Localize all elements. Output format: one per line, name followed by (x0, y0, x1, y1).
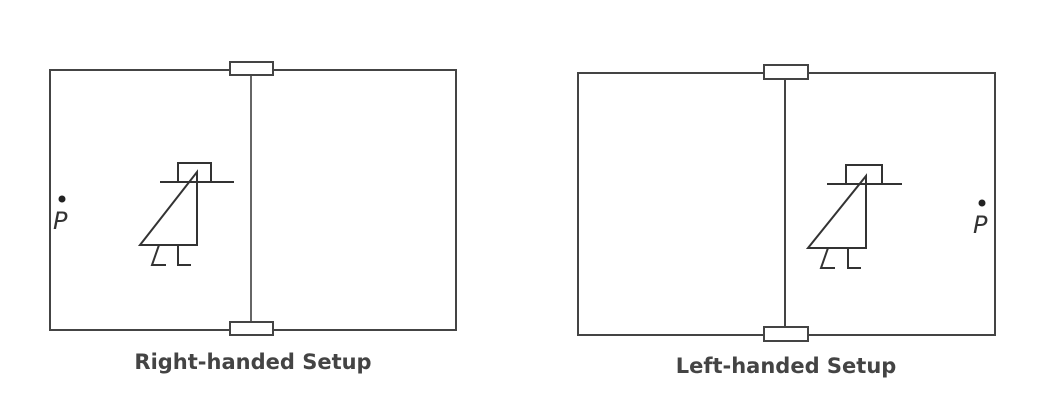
left-handed-figure-icon (805, 164, 902, 269)
right-handed-figure-icon (137, 162, 234, 266)
left-handed-point-marker (978, 199, 986, 207)
right-handed-point-label: P (53, 207, 68, 235)
right-handed-bottom-clamp (229, 321, 274, 336)
left-handed-bottom-clamp (763, 326, 809, 342)
right-handed-frame (49, 69, 457, 331)
right-handed-setup-panel: P Right-handed Setup (49, 61, 457, 374)
left-handed-setup-panel: P Left-handed Setup (577, 64, 996, 378)
left-handed-point-label: P (973, 211, 988, 239)
right-handed-top-clamp (229, 61, 274, 76)
left-handed-top-clamp (763, 64, 809, 80)
left-handed-caption: Left-handed Setup (676, 354, 897, 378)
left-handed-frame (577, 72, 996, 336)
right-handed-point-marker (58, 195, 66, 203)
right-handed-caption: Right-handed Setup (134, 350, 371, 374)
